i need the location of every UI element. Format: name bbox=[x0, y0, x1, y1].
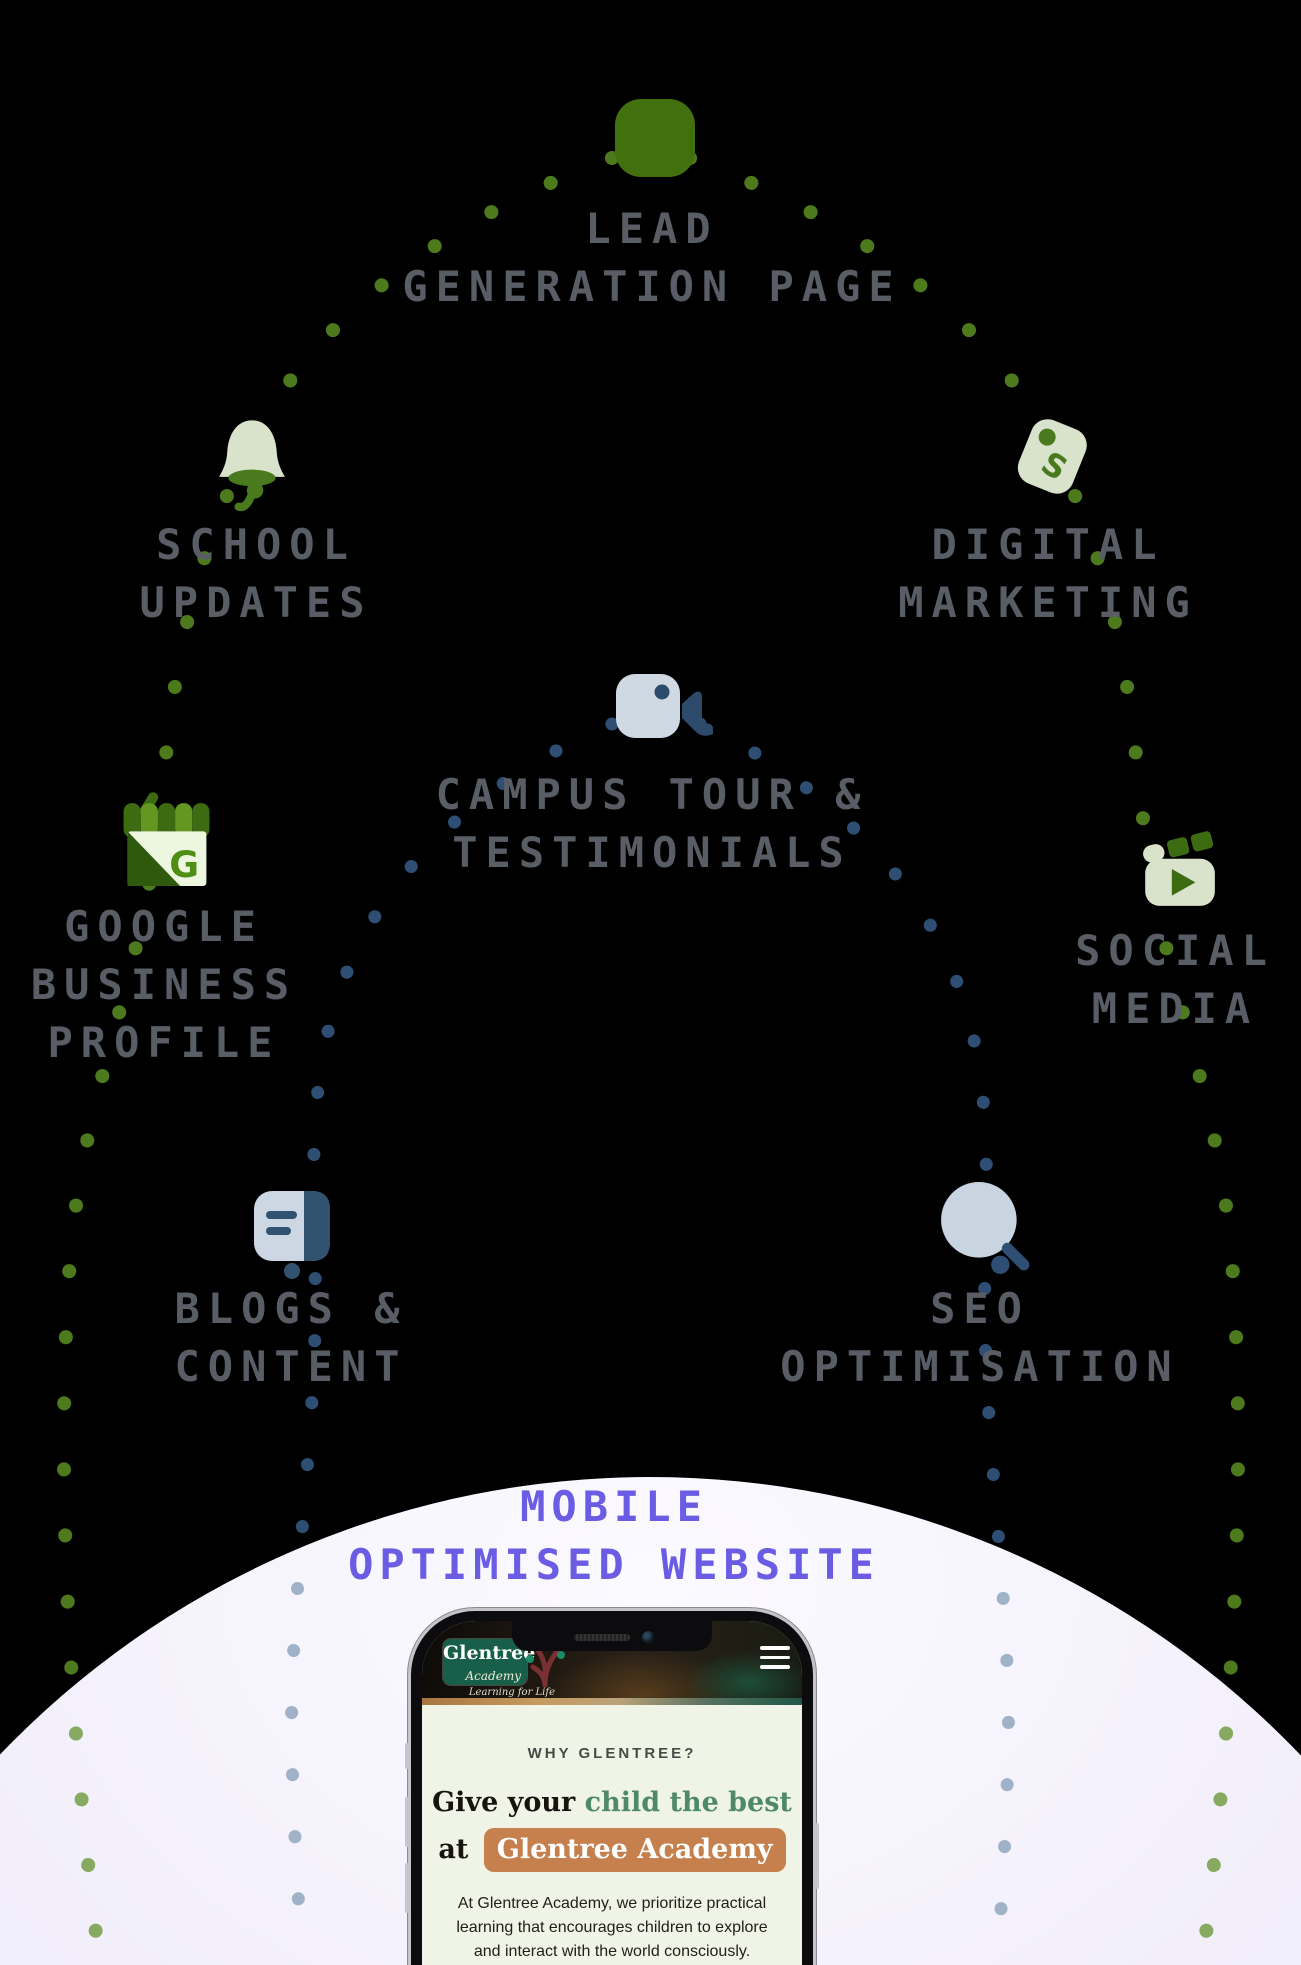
svg-text:G: G bbox=[169, 843, 199, 886]
header-photo-strip bbox=[422, 1698, 802, 1705]
label-digital-marketing: DIGITAL MARKETING bbox=[898, 520, 1198, 627]
page-icon bbox=[615, 99, 695, 177]
website-body: WHY GLENTREE? Give your child the best a… bbox=[422, 1705, 802, 1965]
phone-power-button bbox=[815, 1823, 819, 1889]
headline-line1: Give your child the best bbox=[432, 1787, 792, 1818]
label-google-business-profile: GOOGLE BUSINESS PROFILE bbox=[30, 902, 298, 1067]
phone-mute-button bbox=[405, 1743, 409, 1769]
label-social-media: SOCIAL MEDIA bbox=[1075, 926, 1275, 1033]
notebook-icon bbox=[250, 1186, 334, 1284]
phone-mockup: Glentree Academy Learning for Life bbox=[405, 1611, 819, 1965]
label-mobile-optimised-website: MOBILE OPTIMISED WEBSITE bbox=[348, 1482, 880, 1589]
camera-icon bbox=[642, 1631, 655, 1644]
logo-tagline: Learning for Life bbox=[468, 1687, 555, 1698]
label-school-updates: SCHOOL UPDATES bbox=[139, 520, 373, 627]
section-label: WHY GLENTREE? bbox=[527, 1745, 697, 1762]
magnifier-icon bbox=[938, 1181, 1034, 1279]
label-lead-generation-page: LEAD GENERATION PAGE bbox=[402, 204, 902, 311]
label-seo-optimisation: SEO OPTIMISATION bbox=[780, 1284, 1180, 1391]
hamburger-menu-icon bbox=[760, 1646, 790, 1675]
phone-notch bbox=[512, 1621, 712, 1651]
headline-line2: at Glentree Academy bbox=[422, 1828, 802, 1872]
clapperboard-icon bbox=[1138, 826, 1220, 914]
phone-volume-down-button bbox=[405, 1863, 409, 1913]
storefront-icon: G bbox=[116, 791, 216, 895]
speaker-icon bbox=[574, 1634, 630, 1641]
price-tag-icon: S bbox=[1008, 413, 1094, 505]
label-campus-tour-testimonials: CAMPUS TOUR & TESTIMONIALS bbox=[435, 770, 869, 877]
phone-screen: Glentree Academy Learning for Life bbox=[422, 1621, 802, 1965]
label-blogs-content: BLOGS & CONTENT bbox=[174, 1284, 408, 1391]
headline-highlight: Glentree Academy bbox=[483, 1828, 786, 1872]
dotted-arcs-on-dome bbox=[57, 1477, 1245, 1957]
video-camera-icon bbox=[614, 672, 714, 746]
intro-paragraph: At Glentree Academy, we prioritize pract… bbox=[456, 1895, 768, 1960]
phone-volume-up-button bbox=[405, 1797, 409, 1847]
glentree-logo: Glentree Academy bbox=[443, 1639, 535, 1685]
bell-icon bbox=[216, 414, 288, 516]
